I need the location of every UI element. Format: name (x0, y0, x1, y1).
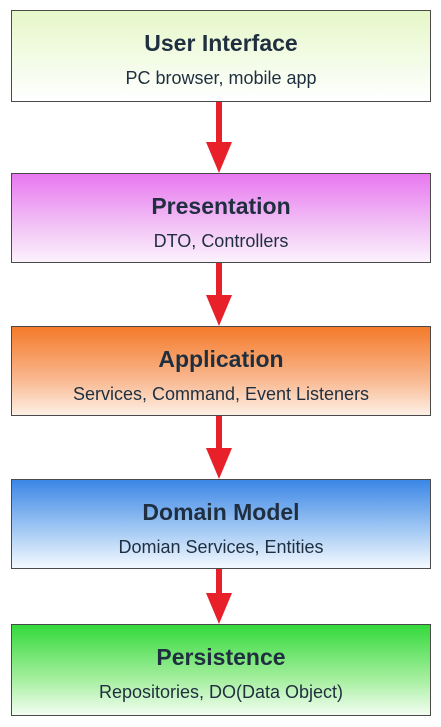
down-arrow-icon (206, 569, 232, 624)
layer-subtitle: Services, Command, Event Listeners (72, 384, 370, 404)
down-arrow-icon (206, 263, 232, 326)
layer-subtitle: DTO, Controllers (153, 231, 289, 251)
layer-title: User Interface (144, 30, 298, 56)
layer-subtitle: Domian Services, Entities (118, 537, 324, 557)
layer-title: Persistence (156, 644, 286, 670)
layer-title: Application (158, 346, 284, 372)
layer-application: Application Services, Command, Event Lis… (11, 326, 431, 416)
layer-subtitle: PC browser, mobile app (125, 68, 317, 88)
layer-user-interface: User Interface PC browser, mobile app (11, 10, 431, 102)
down-arrow-icon (206, 102, 232, 173)
layer-domain-model: Domain Model Domian Services, Entities (11, 479, 431, 569)
layer-title: Domain Model (142, 499, 300, 525)
layer-presentation: Presentation DTO, Controllers (11, 173, 431, 263)
layer-persistence: Persistence Repositories, DO(Data Object… (11, 624, 431, 716)
layer-title: Presentation (151, 193, 291, 219)
layer-subtitle: Repositories, DO(Data Object) (98, 682, 344, 702)
down-arrow-icon (206, 416, 232, 479)
